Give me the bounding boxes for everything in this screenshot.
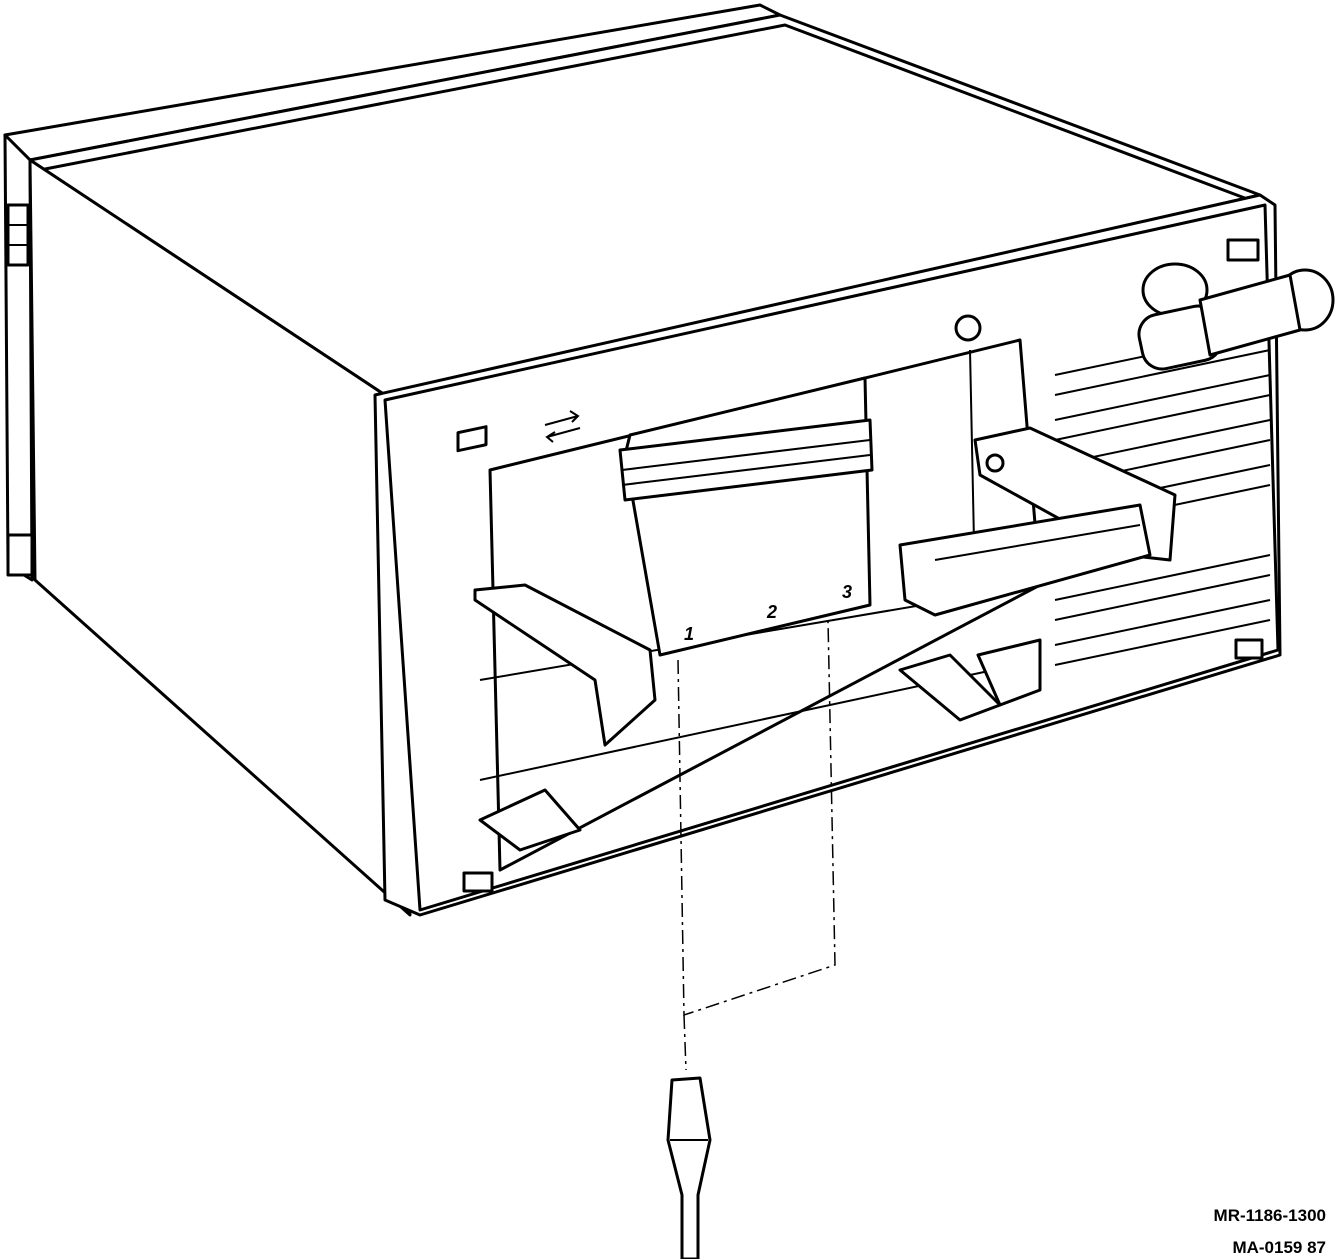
screw-icon [954, 314, 982, 342]
cabinet-top [3, 3, 1262, 397]
slot-label-1: 1 [684, 624, 694, 644]
transfer-arrows-icon [544, 410, 581, 443]
slot-label-3: 3 [842, 582, 852, 602]
knob-assembly [954, 262, 1335, 371]
figure-code-mr: MR-1186-1300 [1214, 1206, 1326, 1225]
slot-label-2: 2 [766, 602, 777, 622]
guide-lines [677, 619, 836, 1071]
left-bracket [473, 583, 1042, 852]
screwdriver-icon [666, 1076, 712, 1259]
figure-code-ma: MA-0159 87 [1232, 1238, 1326, 1257]
handle [898, 426, 1177, 617]
cartridge: 1 2 3 [618, 376, 874, 657]
cabinet-left-side [3, 133, 412, 917]
